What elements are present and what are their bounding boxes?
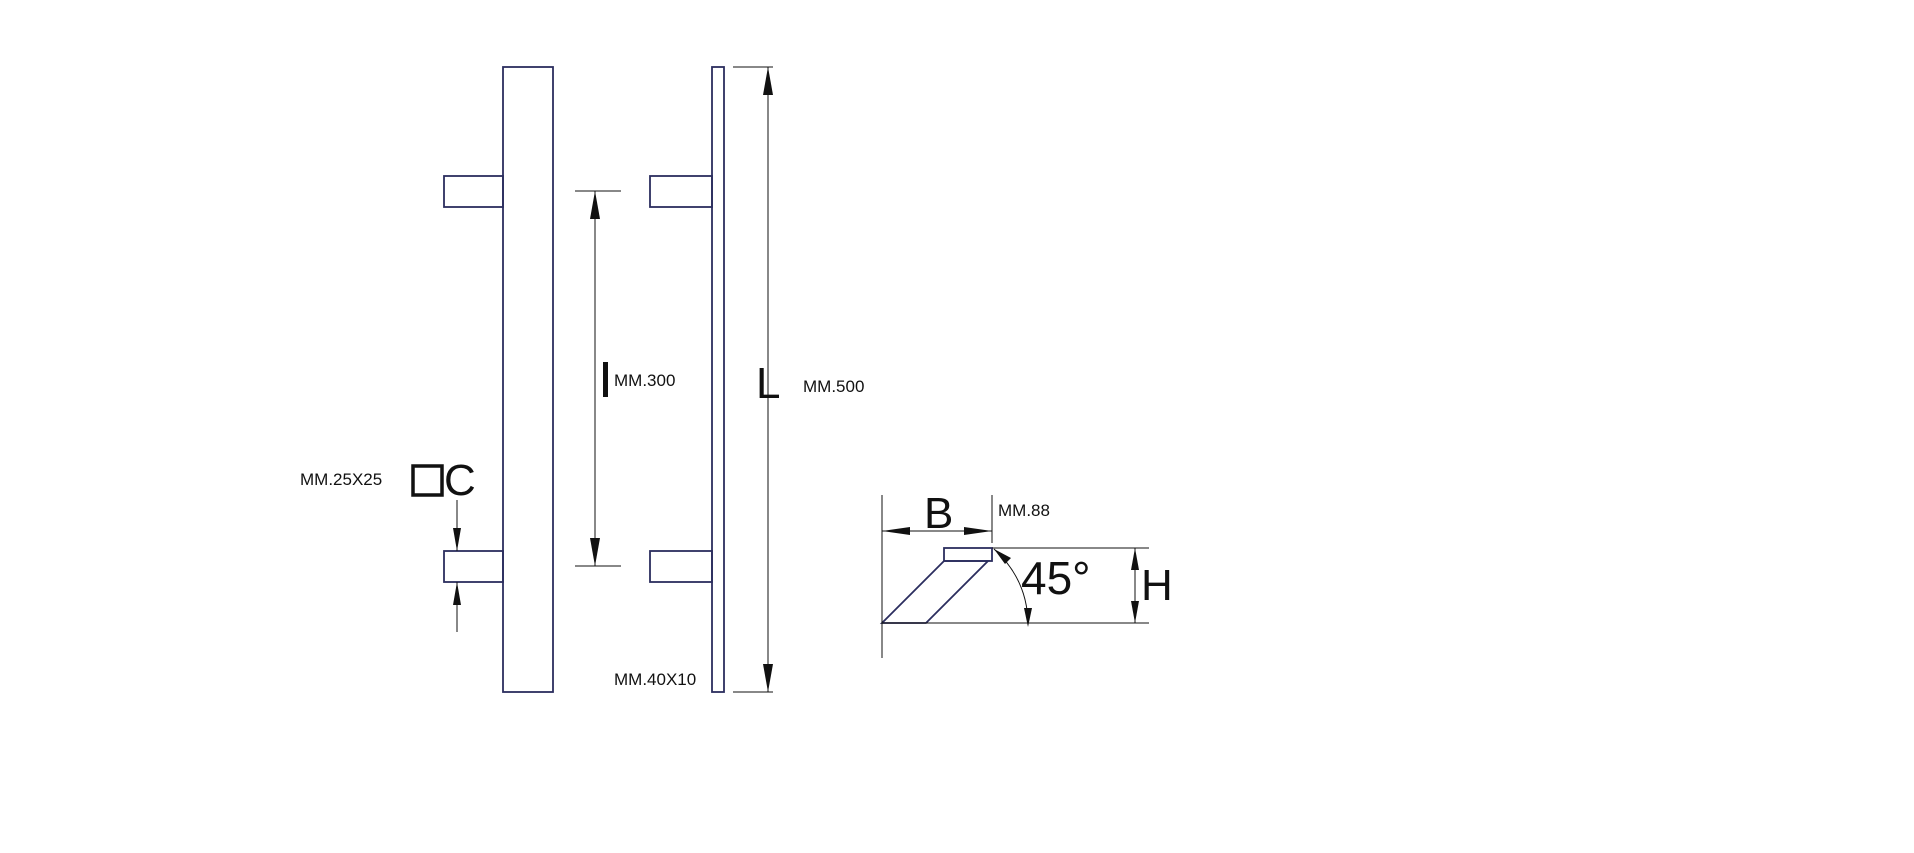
front-post-bottom: [443, 550, 504, 583]
offset-label: MM.88: [998, 501, 1050, 520]
offset-dimension: B MM.88: [882, 489, 1050, 538]
bar-section-label: MM.40X10: [614, 670, 696, 689]
height-dimension: H: [1131, 548, 1173, 623]
center-distance-label: MM.300: [614, 371, 675, 390]
angle-dimension: 45°: [993, 548, 1091, 627]
center-distance-symbol: [603, 362, 608, 397]
angled-post: [879, 560, 991, 624]
angle-label: 45°: [1021, 552, 1091, 604]
post-thickness-dimension: [453, 500, 461, 632]
height-symbol: H: [1141, 561, 1173, 610]
offset-symbol: B: [924, 489, 953, 538]
front-bar: [502, 66, 554, 693]
center-distance-dimension: MM.300: [575, 190, 675, 567]
side-post-top: [649, 175, 713, 208]
post-section-symbol: C: [444, 456, 476, 505]
angled-foot-detail: B MM.88 45° H: [879, 489, 1173, 658]
post-section-label: MM.25X25: [300, 470, 382, 489]
front-view: MM.25X25 C: [300, 66, 554, 693]
length-symbol: L: [756, 359, 780, 408]
length-dimension: L MM.500: [733, 66, 864, 693]
side-bar: [711, 66, 725, 693]
length-label: MM.500: [803, 377, 864, 396]
side-post-bottom: [649, 550, 713, 583]
angled-cap: [943, 547, 993, 562]
front-post-top: [443, 175, 504, 208]
side-view: MM.40X10: [614, 66, 725, 693]
square-section-icon: [411, 464, 444, 497]
